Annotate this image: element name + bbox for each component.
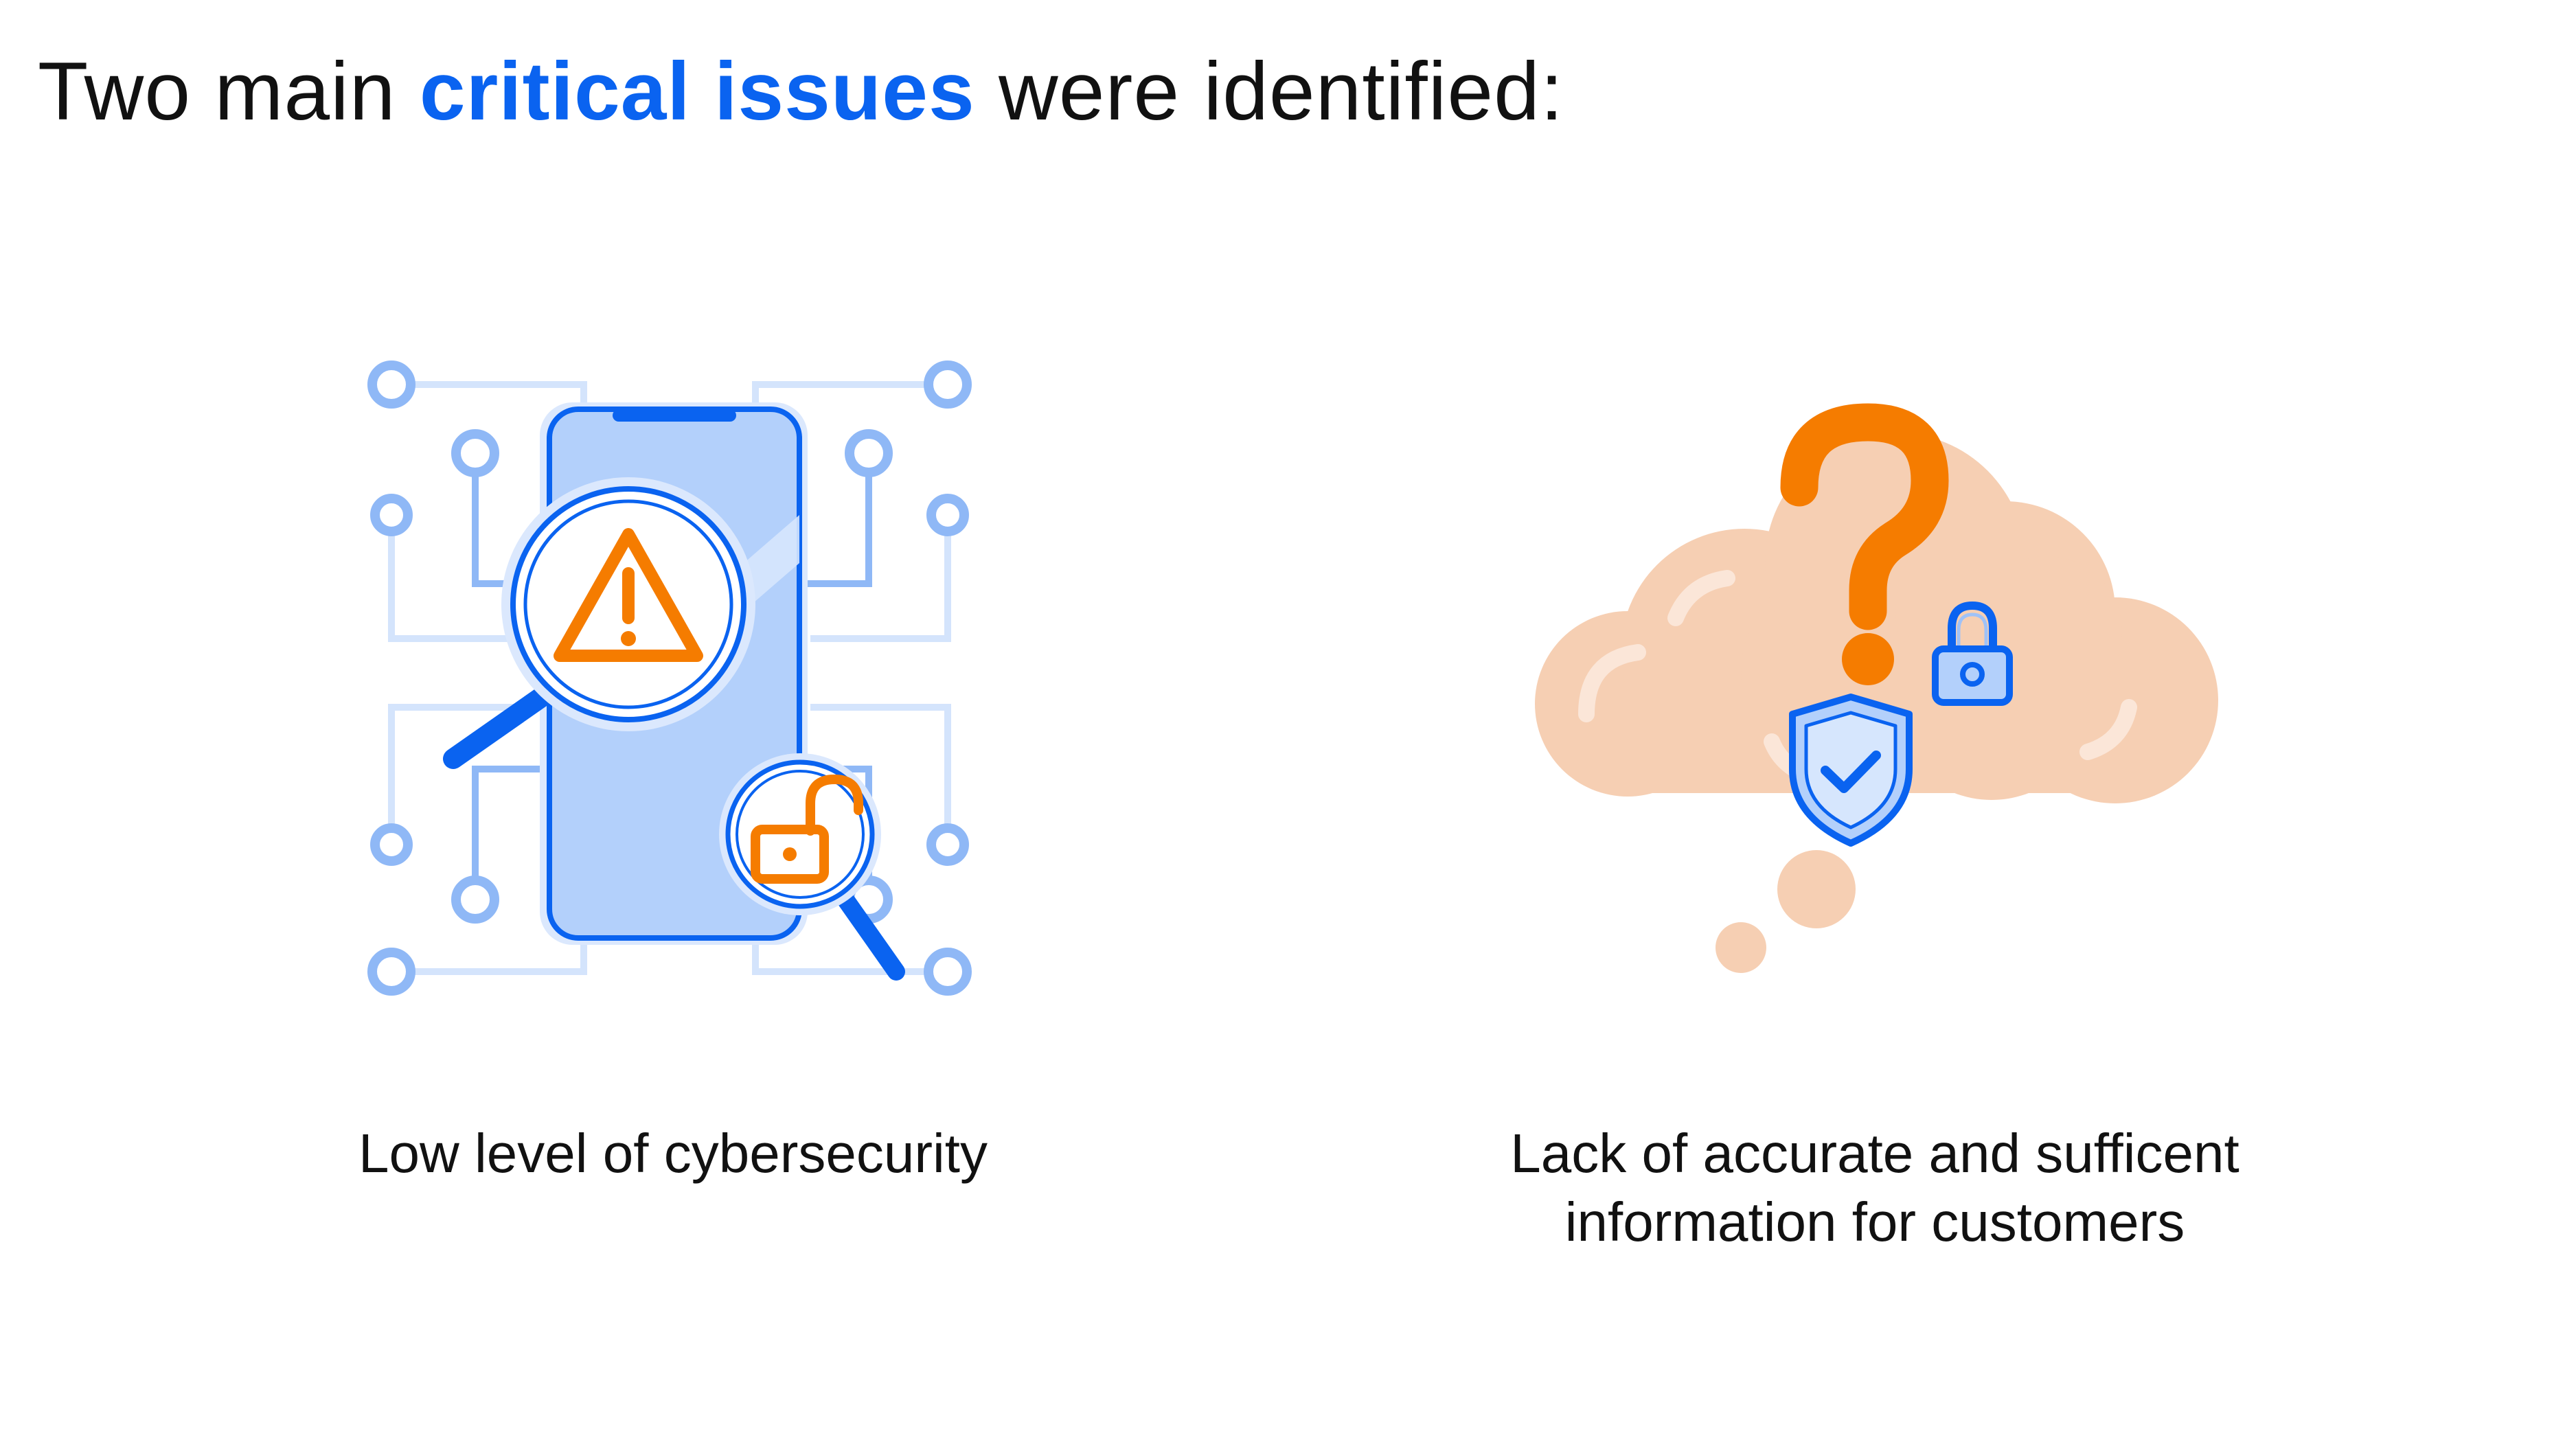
issue-caption-line-2: information for customers: [1564, 1191, 2185, 1252]
title-suffix: were identified:: [974, 45, 1564, 137]
issue-caption-customer-information: Lack of accurate and sufficent informati…: [1394, 1119, 2356, 1257]
issue-caption-line-1: Lack of accurate and sufficent: [1510, 1123, 2239, 1184]
issue-caption-cybersecurity: Low level of cybersecurity: [358, 1123, 988, 1184]
page-title: Two main critical issues were identified…: [38, 40, 1564, 143]
title-prefix: Two main: [38, 45, 420, 137]
title-highlight: critical issues: [419, 45, 975, 137]
cloud-question-icon: [1535, 403, 2218, 973]
phone-security-scan-icon: [367, 360, 972, 996]
